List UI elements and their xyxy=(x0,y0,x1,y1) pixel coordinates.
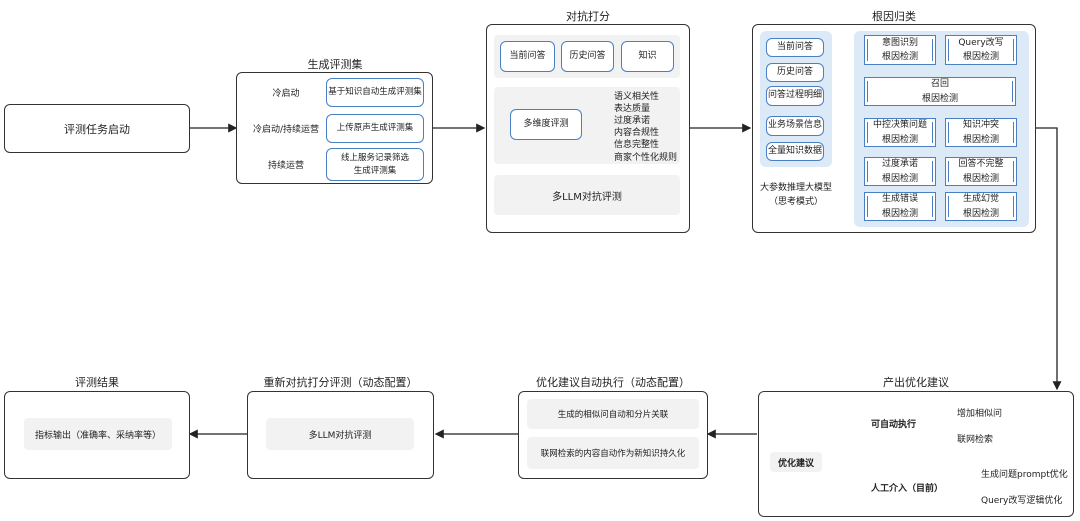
root-input-knowledge: 全量知识数据 xyxy=(766,142,824,161)
adv-pill-history: 历史问答 xyxy=(561,41,614,72)
autoexec-item-1: 生成的相似问自动和分片关联 xyxy=(527,399,699,429)
adv-pill-knowledge: 知识 xyxy=(621,41,674,72)
cell-intent: 意图识别 根因检测 xyxy=(864,35,936,65)
root-input-history: 历史问答 xyxy=(766,63,824,82)
reeval-item-label: 多LLM对抗评测 xyxy=(308,430,372,441)
adv-dim-6: 商家个性化规则 xyxy=(614,153,678,163)
cell-generr: 生成错误 根因检测 xyxy=(864,192,936,221)
root-title: 根因归类 xyxy=(872,10,916,23)
reeval-item: 多LLM对抗评测 xyxy=(266,418,414,450)
gen-title: 生成评测集 xyxy=(307,58,363,71)
gen-box-1: 基于知识自动生成评测集 xyxy=(326,78,424,107)
arrow-root-to-suggest xyxy=(1036,127,1062,391)
adv-llm-box: 多LLM对抗评测 xyxy=(494,175,680,215)
adv-dim-5: 信息完整性 xyxy=(614,140,660,150)
gen-row-label-1: 冷启动 xyxy=(272,89,300,99)
root-model-label: 大参数推理大模型 （思考模式） xyxy=(759,182,832,207)
cell-control: 中控决策问题 根因检测 xyxy=(864,118,936,147)
cell-recall: 召回 根因检测 xyxy=(864,77,1016,106)
cell-query: Query改写 根因检测 xyxy=(945,35,1017,65)
root-input-current: 当前问答 xyxy=(766,38,824,57)
adv-title: 对抗打分 xyxy=(566,10,610,23)
start-node: 评测任务启动 xyxy=(4,104,190,153)
mindmap-auto-1: 增加相似问 xyxy=(957,409,1003,419)
suggest-title: 产出优化建议 xyxy=(883,376,949,389)
cell-hallu: 生成幻觉 根因检测 xyxy=(945,192,1017,221)
reeval-title: 重新对抗打分评测（动态配置） xyxy=(263,376,418,389)
result-item: 指标输出（准确率、采纳率等） xyxy=(24,418,172,450)
gen-row-label-2: 冷启动/持续运营 xyxy=(252,125,320,135)
autoexec-item-2-label: 联网检索的内容自动作为新知识持久化 xyxy=(540,449,686,459)
adv-dim-4: 内容合规性 xyxy=(614,128,660,138)
adv-dim-3: 过度承诺 xyxy=(614,116,651,126)
autoexec-title: 优化建议自动执行（动态配置） xyxy=(536,376,690,389)
autoexec-item-2: 联网检索的内容自动作为新知识持久化 xyxy=(527,437,699,469)
adv-multi-box: 多维度评测 xyxy=(510,109,582,140)
result-title: 评测结果 xyxy=(75,376,119,389)
result-item-label: 指标输出（准确率、采纳率等） xyxy=(34,430,161,441)
adv-pill-current: 当前问答 xyxy=(500,41,555,72)
root-input-biz: 业务场景信息 xyxy=(766,116,824,136)
root-input-detail: 问答过程明细 xyxy=(766,86,824,106)
mindmap-root: 优化建议 xyxy=(770,452,822,472)
cell-incomplete: 回答不完整 根因检测 xyxy=(945,157,1017,186)
cell-conflict: 知识冲突 根因检测 xyxy=(945,118,1017,147)
autoexec-item-1-label: 生成的相似问自动和分片关联 xyxy=(557,410,669,420)
start-label: 评测任务启动 xyxy=(64,122,130,136)
mindmap-auto-2: 联网检索 xyxy=(957,435,994,445)
adv-dim-1: 语义相关性 xyxy=(614,92,660,102)
mindmap-root-label: 优化建议 xyxy=(777,458,814,469)
adv-llm-label: 多LLM对抗评测 xyxy=(552,191,622,203)
gen-box-2: 上传原声生成评测集 xyxy=(326,114,424,143)
mindmap-manual-2: Query改写逻辑优化 xyxy=(981,496,1063,506)
mindmap-manual-1: 生成问题prompt优化 xyxy=(981,470,1068,480)
gen-box-3: 线上服务记录筛选 生成评测集 xyxy=(326,148,424,181)
gen-row-label-3: 持续运营 xyxy=(267,161,304,171)
mindmap-manual: 人工介入（目前） xyxy=(871,484,944,494)
mindmap-auto: 可自动执行 xyxy=(871,420,917,430)
cell-overpromise: 过度承诺 根因检测 xyxy=(864,157,936,186)
adv-dim-2: 表达质量 xyxy=(614,104,651,114)
